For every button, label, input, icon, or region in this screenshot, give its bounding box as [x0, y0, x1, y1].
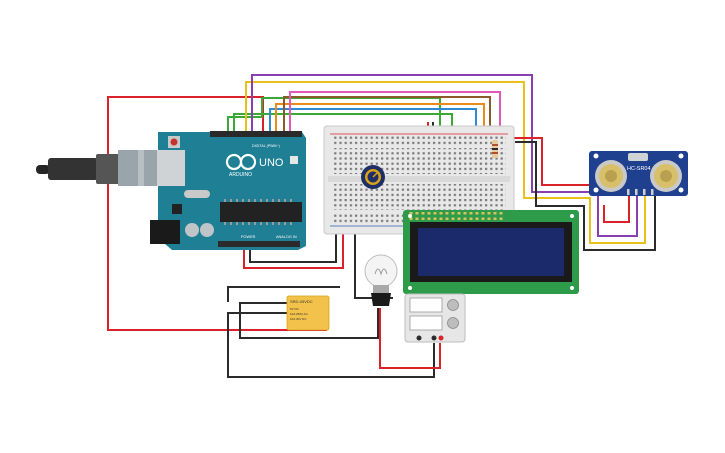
digital-label: DIGITAL (PWM~): [252, 144, 280, 148]
wire-red-sensor-2: [603, 193, 630, 223]
potentiometer[interactable]: [361, 165, 385, 189]
wire-red-supply: [379, 308, 441, 369]
resistor[interactable]: [492, 140, 498, 158]
arduino-uno-board[interactable]: UNO ARDUINO DIGITAL (PWM~) POWER ANALOG …: [150, 131, 306, 250]
relay-title: SRD-05VDC: [290, 299, 313, 304]
wire-black-relay-top: [239, 302, 379, 339]
current-knob[interactable]: [447, 317, 459, 329]
wire-black-lamp: [227, 286, 340, 302]
terminal-red[interactable]: [438, 335, 444, 341]
power-label: POWER: [241, 235, 256, 239]
voltage-knob[interactable]: [447, 299, 459, 311]
transducer-left: [595, 160, 627, 192]
dc-jack: [150, 220, 180, 244]
arduino-logo: [225, 153, 257, 171]
board-brand: ARDUINO: [229, 172, 252, 178]
transducer-right: [650, 160, 682, 192]
wire-red-5v: [243, 232, 344, 269]
relay-line-3: 10A 30V DC: [290, 317, 307, 321]
light-bulb[interactable]: [364, 254, 398, 306]
terminal-black-2[interactable]: [431, 335, 437, 341]
wire-purple-1: [251, 74, 638, 237]
display-voltage: [409, 297, 443, 313]
wire-black-sensor: [515, 141, 656, 251]
power-analog-header[interactable]: [218, 241, 300, 247]
sensor-label: HC-SR04: [627, 166, 651, 172]
breadboard[interactable]: [323, 125, 515, 235]
relay-line-1: 5V DC: [290, 307, 300, 311]
relay-line-2: 10A 250V AC: [290, 312, 309, 316]
board-model: UNO: [259, 157, 284, 169]
lcd-display[interactable]: [403, 210, 579, 294]
relay[interactable]: SRD-05VDC 5V DC 10A 250V AC 10A 30V DC: [286, 295, 330, 331]
wire-black-relay-loop: [227, 312, 435, 378]
power-supply[interactable]: [404, 293, 466, 343]
ultrasonic-sensor[interactable]: HC-SR04: [589, 151, 688, 196]
lcd-screen: [418, 228, 564, 276]
usb-cable: [36, 150, 158, 186]
wire-black-gnd: [249, 232, 337, 263]
terminal-black[interactable]: [416, 335, 422, 341]
display-current: [409, 315, 443, 331]
digital-header[interactable]: [210, 131, 302, 137]
atmega-chip: [220, 202, 302, 222]
analog-label: ANALOG IN: [276, 235, 297, 239]
wire-yellow-1: [245, 81, 646, 244]
